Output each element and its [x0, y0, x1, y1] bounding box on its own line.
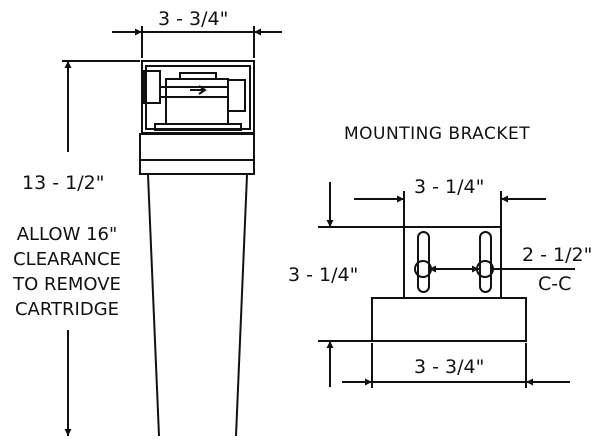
hole-spacing-unit-label: C-C: [538, 273, 572, 295]
filter-head: [141, 60, 255, 134]
bracket-width-label: 3 - 1/4": [414, 176, 485, 198]
clearance-note-line-2: CLEARANCE: [13, 249, 121, 270]
filter-width-label: 3 - 3/4": [158, 8, 229, 30]
base-width-dimension: [342, 343, 570, 388]
bracket-height-dimension: [318, 182, 403, 387]
base-width-label: 3 - 3/4": [414, 356, 485, 378]
clearance-note: ALLOW 16" CLEARANCE TO REMOVE CARTRIDGE: [0, 222, 134, 322]
filter-height-dimension: [62, 60, 140, 436]
bracket-plate: [371, 226, 527, 342]
filter-width-dimension: [112, 26, 282, 58]
bracket-title: MOUNTING BRACKET: [344, 124, 531, 144]
filter-collar: [139, 133, 255, 161]
filter-height-label: 13 - 1/2": [22, 172, 105, 194]
bracket-slot-right: [476, 231, 494, 293]
filter-body: [147, 174, 248, 437]
bracket-height-label: 3 - 1/4": [288, 264, 359, 286]
clearance-note-line-3: TO REMOVE: [13, 274, 121, 295]
clearance-note-line-4: CARTRIDGE: [14, 299, 120, 320]
hole-spacing-label: 2 - 1/2": [522, 244, 593, 266]
bracket-slot-left: [414, 231, 432, 293]
filter-cap-band: [139, 159, 255, 175]
clearance-note-line-1: ALLOW 16": [16, 224, 118, 245]
bracket-width-dimension: [354, 191, 546, 226]
